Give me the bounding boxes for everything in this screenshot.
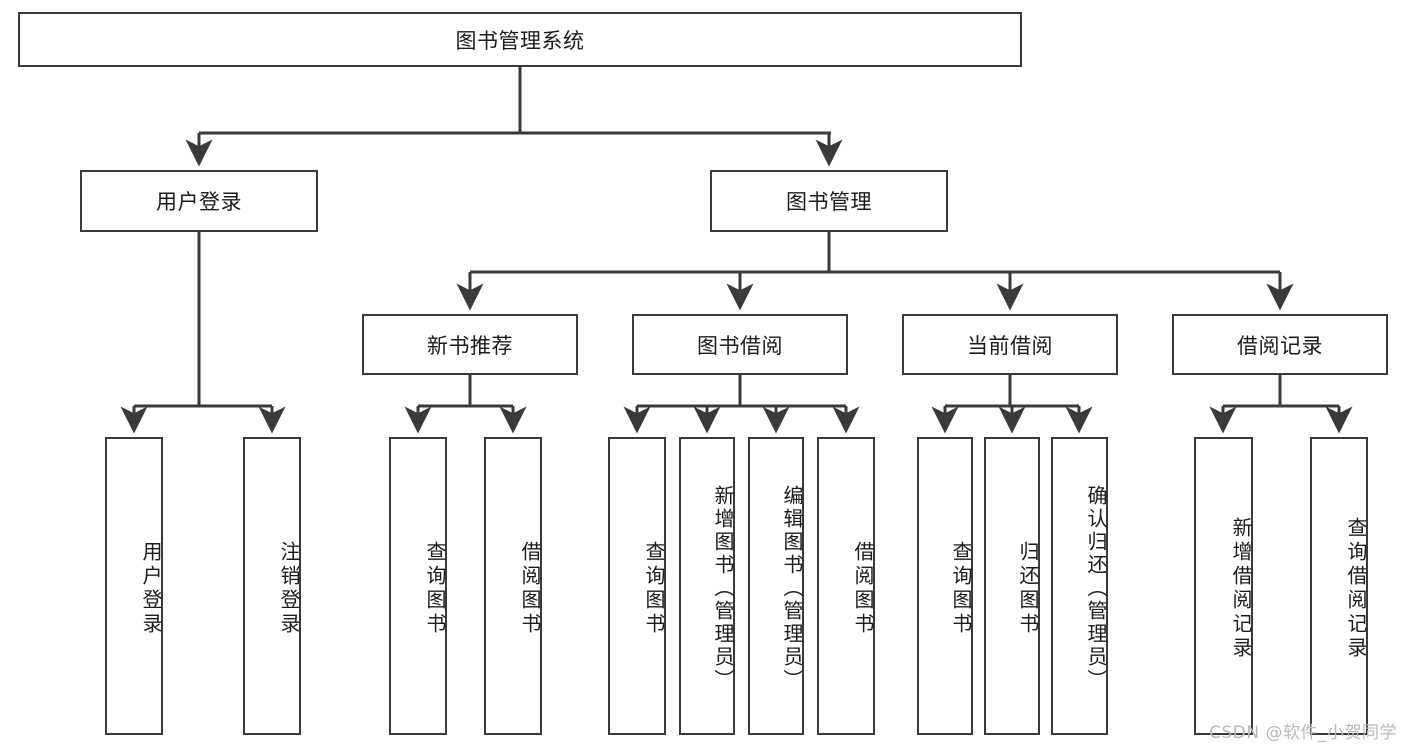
node-leaf-add-record[interactable]: 新增借阅记录	[1194, 437, 1253, 735]
node-leaf-borrow-book-2[interactable]: 借阅图书	[817, 437, 875, 735]
node-leaf-borrow-book-2-label: 借阅图书	[851, 541, 875, 637]
node-leaf-user-logout[interactable]: 注销登录	[243, 437, 301, 735]
node-leaf-user-login[interactable]: 用户登录	[105, 437, 163, 735]
node-leaf-query-record[interactable]: 查询借阅记录	[1310, 437, 1368, 735]
node-leaf-return-book-label: 归还图书	[1016, 541, 1040, 637]
node-leaf-query-book-1-label: 查询图书	[423, 541, 447, 637]
node-current-borrow[interactable]: 当前借阅	[902, 314, 1118, 375]
node-leaf-user-logout-label: 注销登录	[277, 541, 301, 637]
node-book-manage-label: 图书管理	[786, 190, 872, 214]
node-root-label: 图书管理系统	[455, 28, 585, 53]
node-new-book-recommend[interactable]: 新书推荐	[362, 314, 578, 375]
node-leaf-query-book-2[interactable]: 查询图书	[608, 437, 666, 735]
node-book-borrow-label: 图书借阅	[697, 333, 783, 358]
node-new-book-recommend-label: 新书推荐	[427, 333, 513, 358]
node-leaf-add-book-label: 新增图书（管理员）	[711, 484, 735, 692]
node-borrow-record[interactable]: 借阅记录	[1172, 314, 1388, 375]
node-leaf-add-book[interactable]: 新增图书（管理员）	[679, 437, 735, 735]
node-leaf-add-record-label: 新增借阅记录	[1229, 517, 1253, 661]
node-user-login[interactable]: 用户登录	[80, 170, 318, 232]
node-root[interactable]: 图书管理系统	[18, 12, 1022, 67]
node-leaf-query-record-label: 查询借阅记录	[1344, 517, 1368, 661]
node-leaf-query-book-3-label: 查询图书	[949, 541, 973, 637]
node-borrow-record-label: 借阅记录	[1237, 333, 1323, 358]
node-leaf-edit-book[interactable]: 编辑图书（管理员）	[748, 437, 804, 735]
node-leaf-query-book-1[interactable]: 查询图书	[389, 437, 447, 735]
node-user-login-label: 用户登录	[156, 190, 242, 214]
node-leaf-edit-book-label: 编辑图书（管理员）	[780, 484, 804, 692]
node-leaf-query-book-2-label: 查询图书	[642, 541, 666, 637]
node-leaf-confirm-return-label: 确认归还（管理员）	[1084, 484, 1108, 692]
node-leaf-query-book-3[interactable]: 查询图书	[917, 437, 973, 735]
node-book-manage[interactable]: 图书管理	[710, 170, 948, 232]
node-leaf-borrow-book-1[interactable]: 借阅图书	[484, 437, 542, 735]
node-leaf-return-book[interactable]: 归还图书	[984, 437, 1040, 735]
node-current-borrow-label: 当前借阅	[967, 333, 1053, 358]
node-leaf-borrow-book-1-label: 借阅图书	[518, 541, 542, 637]
csdn-watermark: CSDN @软件_小贺同学	[1209, 723, 1397, 743]
node-leaf-confirm-return[interactable]: 确认归还（管理员）	[1051, 437, 1108, 735]
node-leaf-user-login-label: 用户登录	[139, 541, 163, 637]
node-book-borrow[interactable]: 图书借阅	[632, 314, 848, 375]
